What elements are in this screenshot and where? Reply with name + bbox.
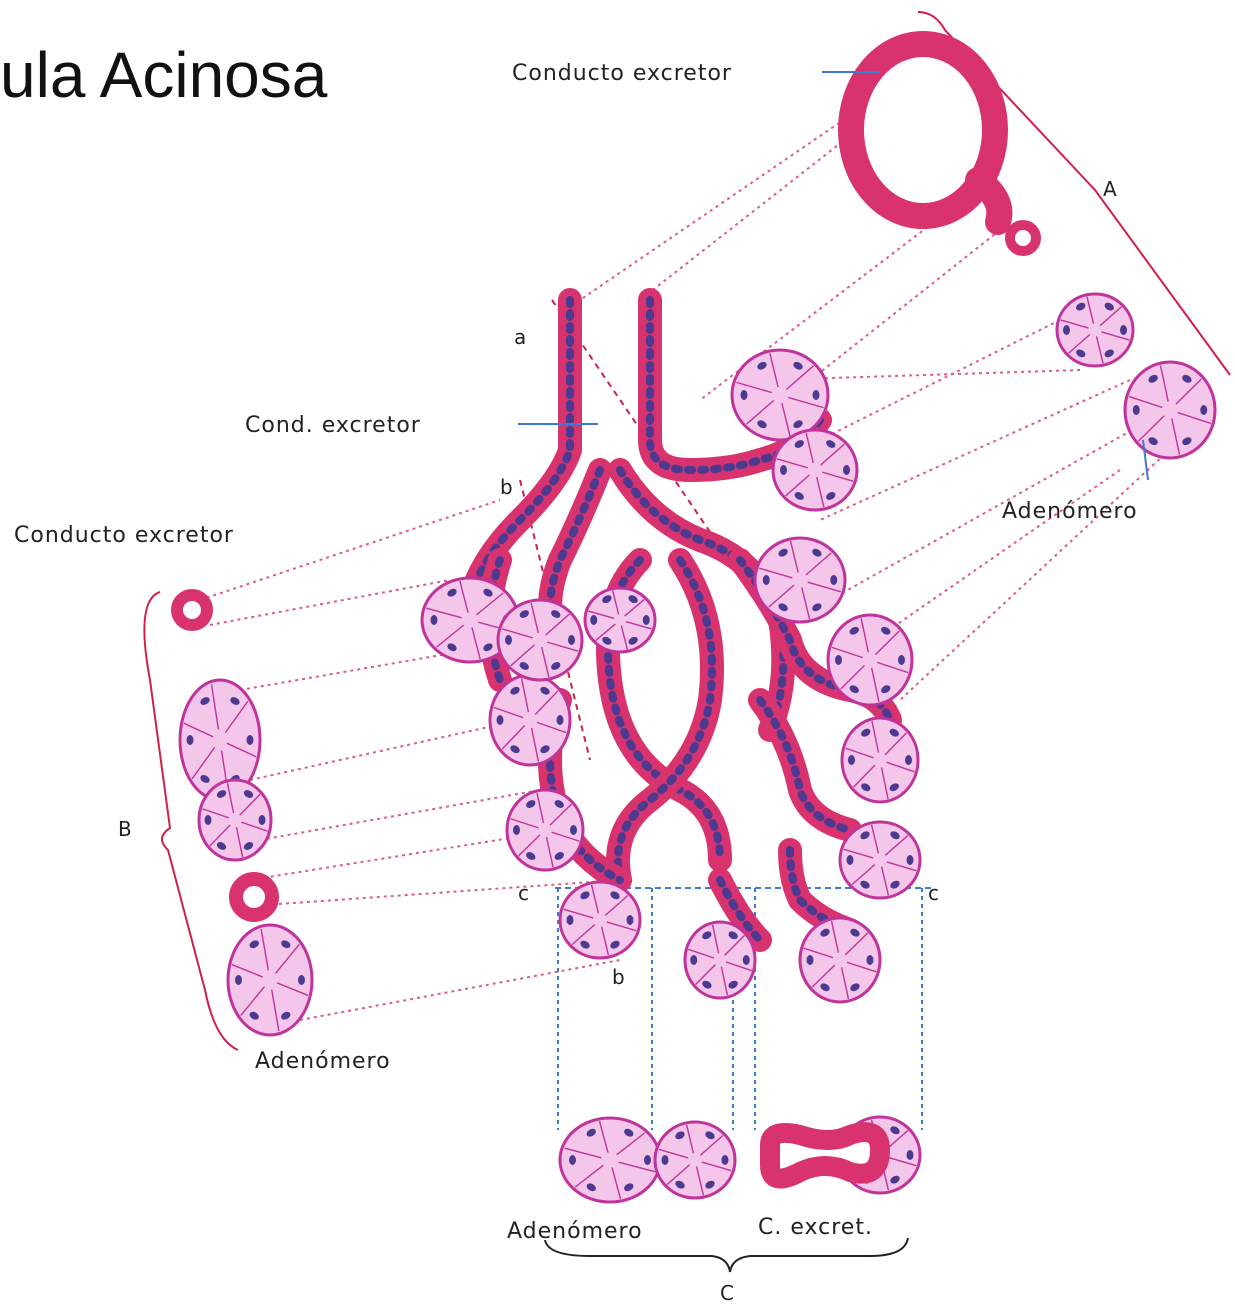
acinus <box>490 675 570 765</box>
nucleus <box>259 815 266 825</box>
nucleus <box>298 975 305 985</box>
label-left-duct: Conducto excretor <box>14 523 234 548</box>
nucleus <box>569 1155 576 1165</box>
nucleus <box>662 1155 669 1165</box>
nucleus <box>847 855 854 865</box>
label-top-duct: Conducto excretor <box>512 61 732 86</box>
acinus <box>732 350 828 440</box>
nucleus <box>807 955 814 965</box>
nucleus <box>722 1155 729 1165</box>
label-left-acinus: Adenómero <box>255 1049 391 1074</box>
projection-line <box>900 440 1180 700</box>
nucleus <box>907 1150 914 1160</box>
projection-line <box>210 580 450 625</box>
nucleus <box>905 755 912 765</box>
nucleus <box>627 915 634 925</box>
projection-line <box>300 960 620 1020</box>
nucleus <box>907 855 914 865</box>
label-central-duct: Cond. excretor <box>245 413 421 438</box>
nucleus <box>898 655 905 665</box>
nucleus <box>1200 405 1207 415</box>
letter-a: a <box>514 325 526 349</box>
letter-b-top: b <box>500 475 513 499</box>
nucleus <box>557 715 564 725</box>
nucleus <box>835 655 842 665</box>
nucleus <box>763 575 770 585</box>
group-letter-a: A <box>1103 177 1117 201</box>
nucleus <box>505 635 512 645</box>
acinus <box>1057 294 1133 366</box>
nucleus <box>643 615 650 625</box>
nucleus <box>568 635 575 645</box>
group-brackets <box>144 12 1230 1272</box>
nucleus <box>235 975 242 985</box>
nucleus <box>743 955 750 965</box>
projection-line <box>800 320 1060 450</box>
nucleus <box>867 955 874 965</box>
acinus <box>655 1122 735 1198</box>
projection-line <box>260 790 540 840</box>
group-letter-b: B <box>118 817 132 841</box>
acinus <box>228 925 312 1035</box>
acinus <box>773 430 857 510</box>
section-a-duct <box>851 44 1036 251</box>
nucleus <box>1133 405 1140 415</box>
nucleus <box>513 825 520 835</box>
projection-line <box>240 650 470 690</box>
letter-c-left: c <box>518 881 529 905</box>
nucleus <box>431 615 438 625</box>
acinus <box>560 882 640 958</box>
nucleus <box>247 735 254 745</box>
acinus <box>840 822 920 898</box>
nucleus <box>843 465 850 475</box>
label-bottom-acinus: Adenómero <box>507 1219 643 1244</box>
nucleus <box>205 815 212 825</box>
nucleus <box>780 465 787 475</box>
section-c-duct <box>770 1132 880 1178</box>
nucleus <box>567 915 574 925</box>
nucleus <box>1063 325 1070 335</box>
projection-line <box>580 95 880 300</box>
nucleus <box>497 715 504 725</box>
acinus <box>828 615 912 705</box>
projection-line <box>250 720 520 780</box>
nucleus <box>848 755 855 765</box>
nucleus <box>590 615 597 625</box>
acinus <box>585 588 655 652</box>
nucleus <box>813 390 820 400</box>
label-bottom-duct: C. excret. <box>758 1215 873 1240</box>
letter-b-bottom: b <box>612 965 625 989</box>
nucleus <box>830 575 837 585</box>
acinus <box>507 790 583 870</box>
nucleus <box>690 955 697 965</box>
nucleus <box>644 1155 651 1165</box>
projection-line <box>640 120 870 300</box>
acinus <box>1125 362 1215 458</box>
projection-line <box>860 470 1120 650</box>
group-letter-c: C <box>720 1281 734 1305</box>
acinus <box>842 718 918 802</box>
acinus <box>560 1118 660 1202</box>
acinus <box>800 918 880 1002</box>
nucleus <box>741 390 748 400</box>
letter-c-right: c <box>928 881 939 905</box>
acinus <box>685 922 755 998</box>
acinus <box>498 600 582 680</box>
nucleus <box>570 825 577 835</box>
acinus <box>199 780 271 860</box>
acinus <box>755 538 845 622</box>
nucleus <box>1120 325 1127 335</box>
label-right-acinus: Adenómero <box>1002 499 1138 524</box>
nucleus <box>187 735 194 745</box>
